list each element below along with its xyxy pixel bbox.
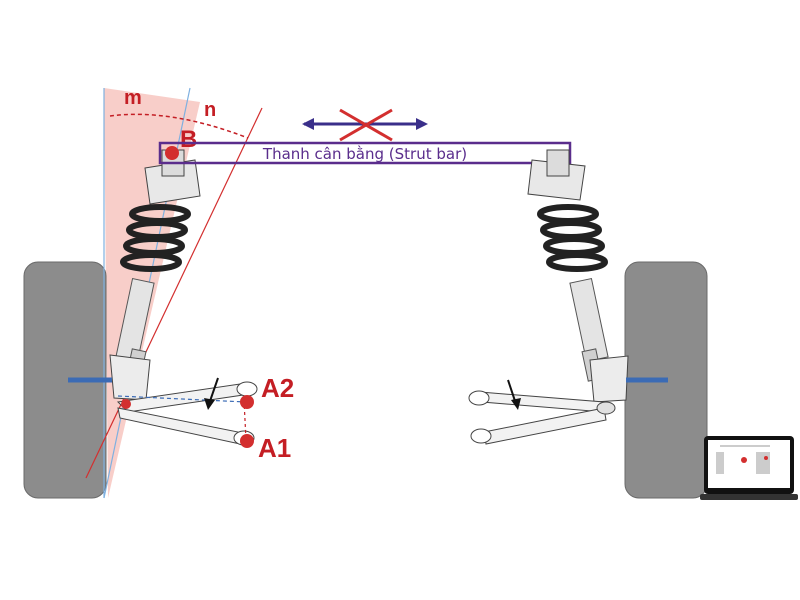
label-m: m	[124, 87, 142, 109]
strut-bar-label: Thanh cân bằng (Strut bar)	[262, 145, 467, 163]
label-n: n	[204, 99, 216, 121]
point-knuckle	[121, 399, 131, 409]
reference-line-n	[85, 107, 263, 479]
down-arrow-left	[204, 377, 219, 410]
right-strut	[527, 149, 668, 403]
point-a1	[240, 434, 254, 448]
right-lower-arm	[468, 390, 616, 445]
point-b	[165, 146, 179, 160]
point-a2	[240, 395, 254, 409]
label-a2: A2	[261, 373, 294, 403]
cross-icon	[339, 108, 393, 142]
down-arrow-right	[507, 379, 521, 410]
angle-arc	[109, 113, 249, 139]
label-a1: A1	[258, 433, 291, 463]
label-b: B	[180, 126, 197, 153]
left-strut	[68, 149, 201, 401]
strut-bar	[158, 141, 572, 165]
laptop-thumbnail-icon	[700, 436, 798, 500]
